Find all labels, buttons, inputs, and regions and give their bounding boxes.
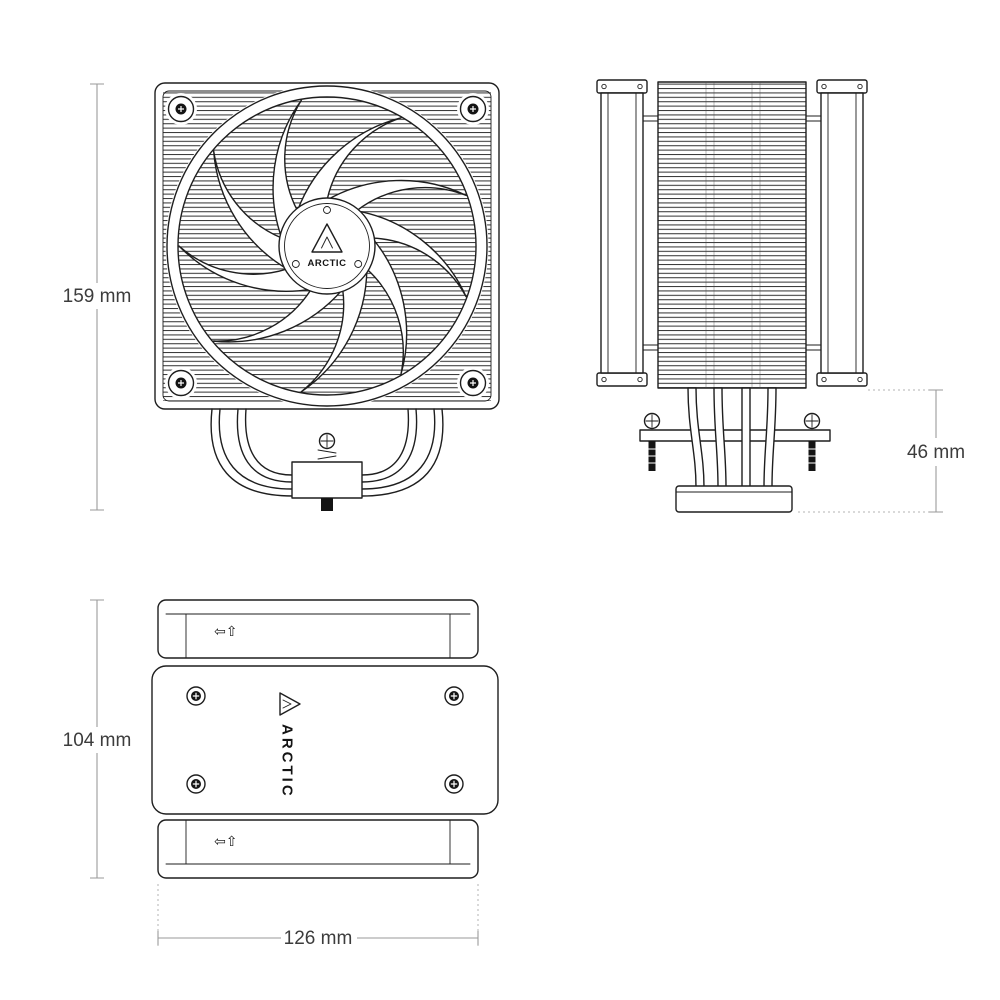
fan-corner-screw: [164, 366, 198, 400]
top-plate-screw: [444, 686, 464, 706]
hub-screw-icon: [291, 260, 300, 268]
dimension-label-top-depth: 104 mm: [63, 730, 132, 751]
arctic-logo-top: ARCTIC: [279, 692, 301, 799]
fan-hub: [278, 197, 376, 295]
top-plate-screw: [186, 774, 206, 794]
heatsink-fin-stack-outline: [657, 81, 807, 389]
heatsink-fin-stack: [658, 82, 806, 388]
top-fan-frame-lines: [165, 613, 471, 659]
dimension-label-base-height: 46 mm: [907, 442, 965, 463]
dimension-label-front-height: 159 mm: [63, 286, 132, 307]
bottom-fan-section: [157, 819, 479, 879]
dimension-top-depth: 104 mm: [63, 599, 132, 879]
dimension-top-width: 126 mm: [157, 884, 479, 949]
heatpipe: [741, 387, 751, 488]
fan-hub-inner: [284, 203, 370, 289]
arctic-logo-text-top: ARCTIC: [279, 724, 296, 799]
center-screw-slot: [320, 434, 334, 448]
arctic-triangle-notch: [282, 699, 292, 709]
spring-screw-left: [643, 412, 661, 472]
hub-screw-icon: [354, 260, 363, 268]
hub-screw-icon: [323, 206, 331, 214]
mounting-crossbar: [639, 429, 831, 442]
arctic-triangle-notch: [321, 236, 333, 249]
top-plate-screw: [444, 774, 464, 794]
fan-ring-inner: [177, 96, 477, 396]
side-view: [596, 79, 868, 513]
spring-screw-right: [803, 412, 821, 472]
top-fan-section: [157, 599, 479, 659]
mounting-bracket-front: [291, 461, 363, 499]
cold-plate: [675, 485, 793, 513]
front-view: ARCTIC: [154, 82, 500, 511]
dimension-front-height: 159 mm: [63, 83, 132, 511]
heatpipe-channels: [705, 82, 761, 388]
fan-ring-outer: [166, 85, 488, 407]
dimension-label-top-width: 126 mm: [284, 928, 353, 949]
bottom-fan-frame-lines: [165, 819, 471, 865]
top-view: ⇦⇧ ⇦⇧ ARCTIC: [151, 599, 499, 879]
airflow-direction-icons: ⇦⇧: [214, 834, 237, 850]
fan-ring-clearance: [165, 84, 489, 408]
front-heatpipes-left: [210, 408, 293, 497]
dimension-base-height: 46 mm: [798, 389, 965, 513]
heatpipe: [713, 387, 727, 488]
fan-corner-screw: [456, 366, 490, 400]
arctic-logo-front: ARCTIC: [308, 223, 347, 269]
arctic-triangle-icon: [311, 223, 343, 253]
airflow-direction-icons: ⇦⇧: [214, 624, 237, 640]
side-fan-left: [596, 79, 659, 387]
fan-corner-screw: [164, 92, 198, 126]
front-heatpipes-right: [361, 408, 444, 497]
heatpipe: [763, 387, 777, 488]
arctic-triangle-icon: [279, 692, 301, 716]
fan-corner-screw: [456, 92, 490, 126]
side-fan-right: [805, 79, 868, 387]
screw-thread-tip: [321, 498, 333, 511]
arctic-logo-text-front: ARCTIC: [308, 258, 347, 269]
top-plate-screw: [186, 686, 206, 706]
top-plate: [151, 665, 499, 815]
